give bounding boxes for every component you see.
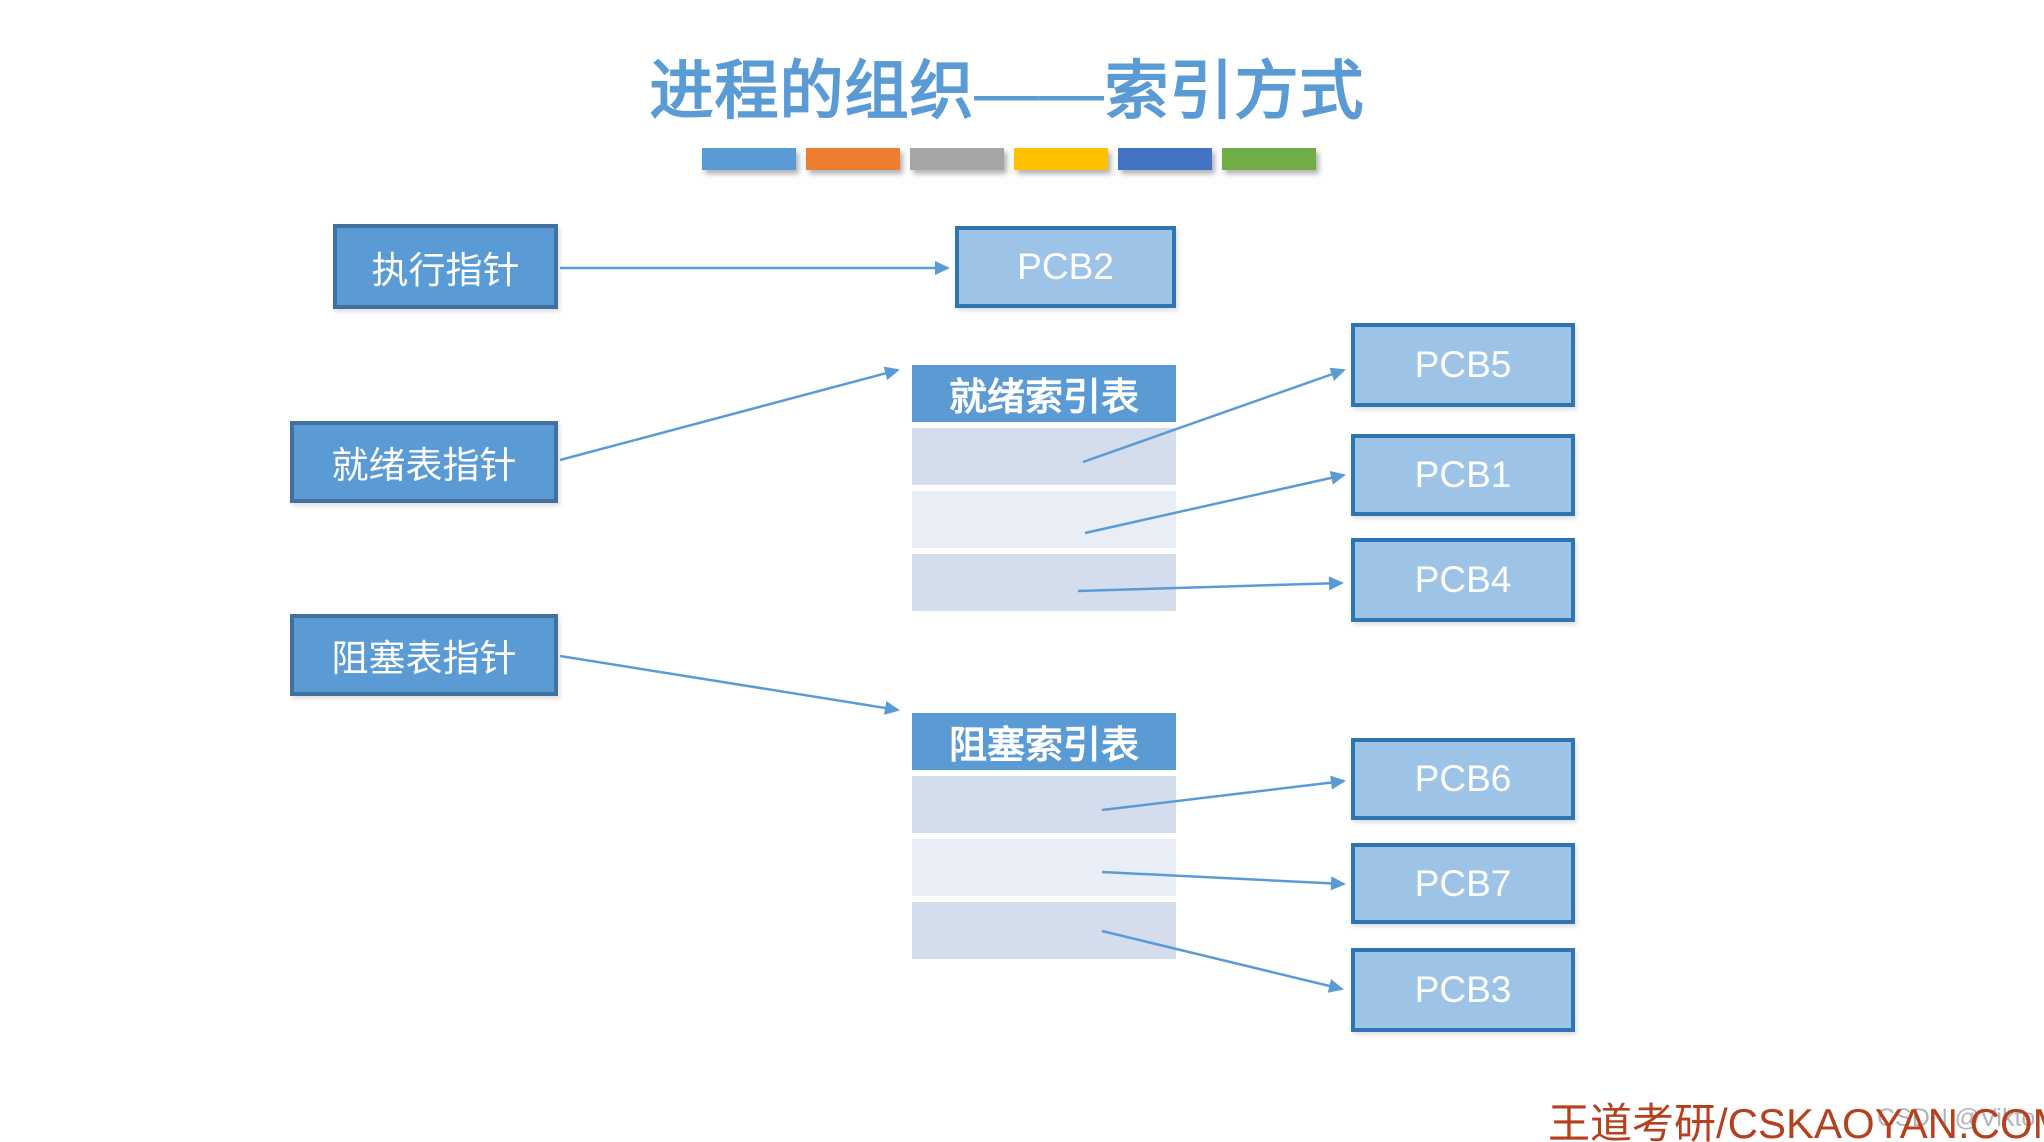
index-row xyxy=(912,491,1176,548)
exec-pointer-box: 执行指针 xyxy=(333,224,558,309)
blocked-pointer-box: 阻塞表指针 xyxy=(290,614,558,696)
accent-bar xyxy=(910,148,1004,170)
pcb-box-ready-2: PCB1 xyxy=(1351,434,1575,516)
brand-footer: 王道考研/CSKAOYAN.COM xyxy=(1548,1100,2044,1142)
index-row xyxy=(912,902,1176,959)
accent-bar xyxy=(1014,148,1108,170)
index-row xyxy=(912,428,1176,485)
pcb-label: PCB3 xyxy=(1414,969,1512,1010)
ready-pointer-label: 就绪表指针 xyxy=(331,446,517,487)
blocked-index-table-title: 阻塞索引表 xyxy=(948,725,1139,767)
pcb-label: PCB4 xyxy=(1414,559,1512,600)
ready-pointer-box: 就绪表指针 xyxy=(290,421,558,503)
arrow-readyptr-to-ready-table xyxy=(559,366,900,462)
index-row xyxy=(912,839,1176,896)
ready-index-table-header: 就绪索引表 xyxy=(912,365,1176,422)
index-row xyxy=(912,554,1176,611)
pcb-box-blocked-1: PCB6 xyxy=(1351,738,1575,820)
page-title: 进程的组织——索引方式 xyxy=(649,56,1365,127)
blocked-pointer-label: 阻塞表指针 xyxy=(331,639,517,680)
ready-index-table-title: 就绪索引表 xyxy=(948,377,1139,419)
exec-pointer-label: 执行指针 xyxy=(371,250,520,292)
csdn-watermark: CSDN @Viktoriae xyxy=(1877,1104,2044,1132)
blocked-index-table-header: 阻塞索引表 xyxy=(912,713,1176,770)
accent-bars xyxy=(702,148,1326,170)
pcb-box-blocked-2: PCB7 xyxy=(1351,843,1575,924)
pcb-box-blocked-3: PCB3 xyxy=(1351,948,1575,1032)
pcb-box-running: PCB2 xyxy=(955,226,1176,308)
accent-bar xyxy=(1118,148,1212,170)
accent-bar xyxy=(806,148,900,170)
blocked-index-table: 阻塞索引表 xyxy=(912,713,1176,959)
pcb-box-ready-1: PCB5 xyxy=(1351,323,1575,407)
pcb-label: PCB1 xyxy=(1414,454,1512,495)
pcb-label: PCB5 xyxy=(1414,344,1512,385)
pcb-box-ready-3: PCB4 xyxy=(1351,538,1575,622)
index-row xyxy=(912,776,1176,833)
arrow-blockedptr-to-blocked-table xyxy=(559,654,900,715)
pcb-label: PCB6 xyxy=(1414,758,1512,799)
pcb-label: PCB2 xyxy=(1017,246,1114,287)
ready-index-table: 就绪索引表 xyxy=(912,365,1176,611)
pcb-label: PCB7 xyxy=(1414,862,1512,904)
accent-bar xyxy=(702,148,796,170)
accent-bar xyxy=(1222,148,1316,170)
